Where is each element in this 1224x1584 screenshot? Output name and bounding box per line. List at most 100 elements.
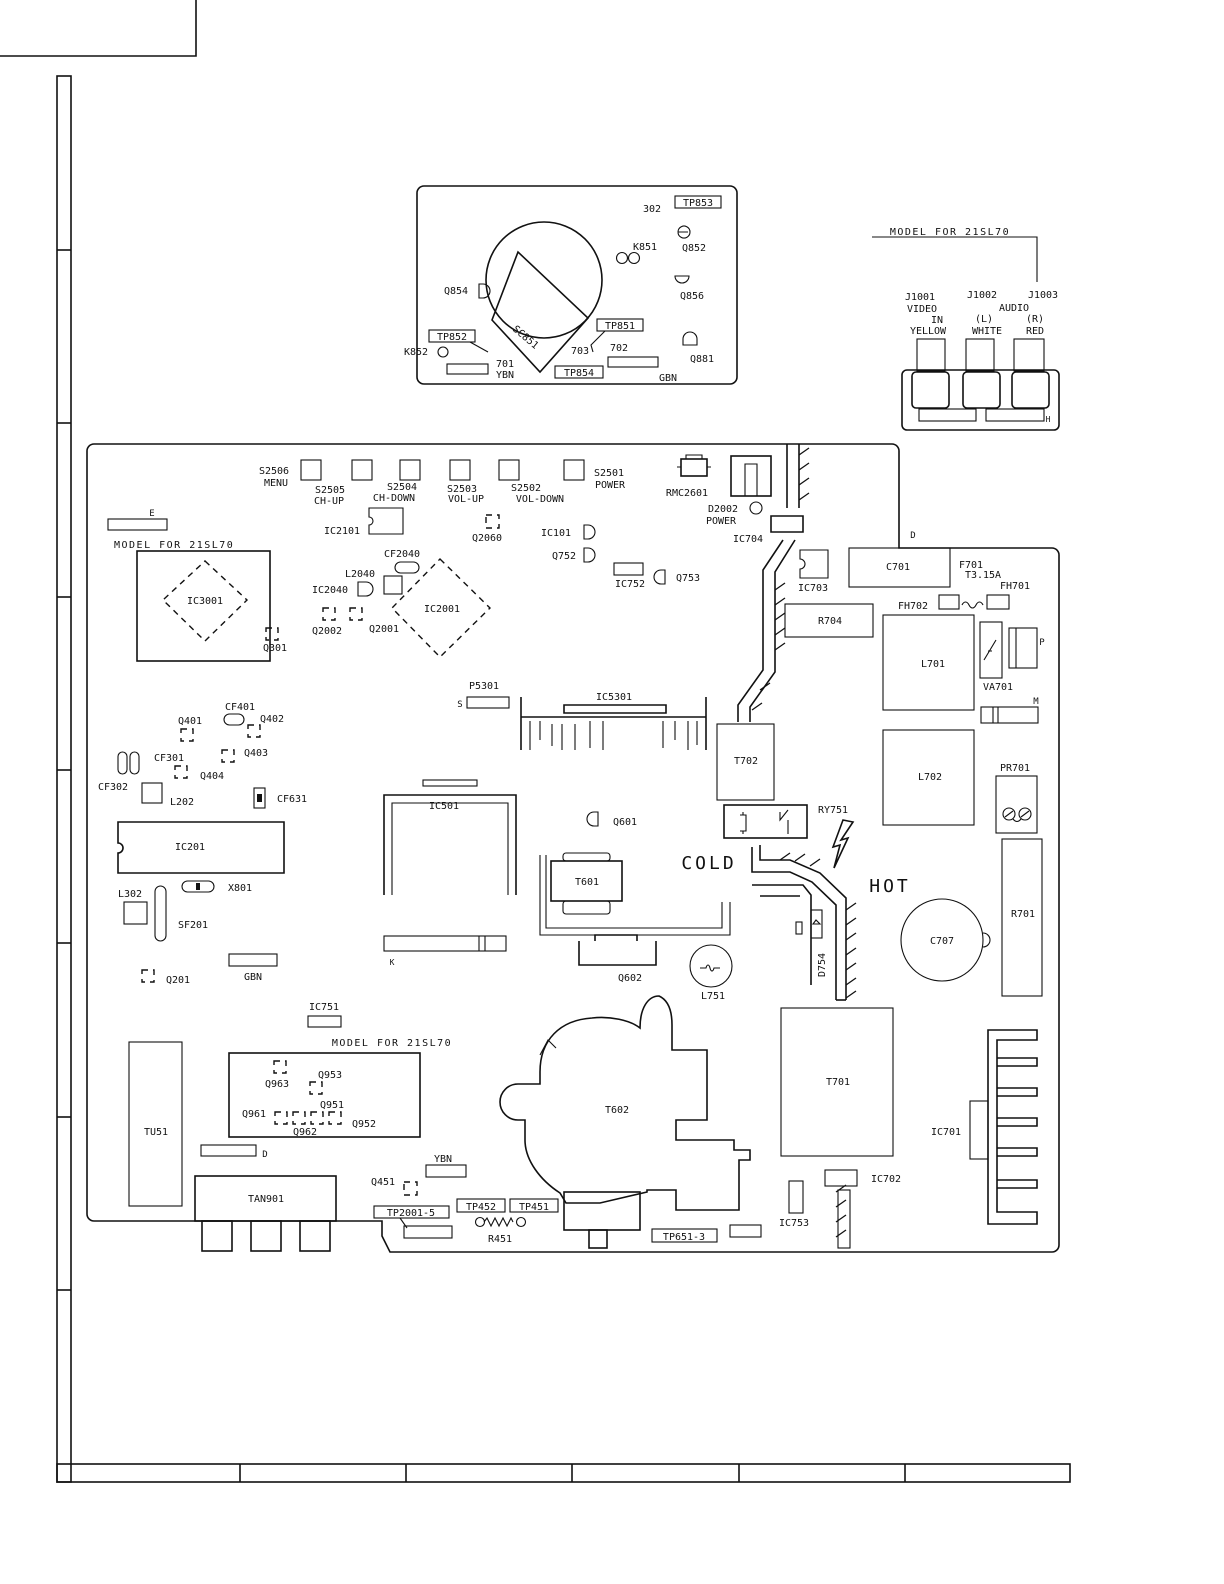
label-q963: Q963	[265, 1079, 289, 1090]
main-board-components-left: E IC2101 Q2060 IC101 IC704 D Q752 IC752 …	[107, 507, 1030, 662]
label-q402: Q402	[260, 714, 284, 725]
label-ic703: IC703	[798, 583, 828, 594]
label-power2: POWER	[706, 516, 737, 527]
label-302: 302	[643, 204, 661, 215]
label-ic101: IC101	[541, 528, 571, 539]
label-tp852: TP852	[437, 332, 467, 343]
label-l302: L302	[118, 889, 142, 900]
label-q852: Q852	[682, 243, 706, 254]
label-l751: L751	[701, 991, 725, 1002]
label-q752: Q752	[552, 551, 576, 562]
label-h: H	[1046, 415, 1051, 424]
label-q403: Q403	[244, 748, 268, 759]
label-power: POWER	[595, 480, 626, 491]
label-q301: Q301	[263, 643, 287, 654]
label-q602: Q602	[618, 973, 642, 984]
label-e: E	[149, 509, 154, 519]
label-t602: T602	[605, 1105, 629, 1116]
label-tan901: TAN901	[248, 1194, 284, 1205]
label-ic701: IC701	[931, 1127, 961, 1138]
label-cf631: CF631	[277, 794, 307, 805]
label-s2503: S2503	[447, 484, 477, 495]
label-model-bottom: MODEL FOR 21SL70	[332, 1038, 452, 1049]
label-q881: Q881	[690, 354, 714, 365]
label-j1001: J1001	[905, 292, 935, 303]
label-x801: X801	[228, 883, 252, 894]
label-tp451: TP451	[519, 1202, 549, 1213]
label-tp651-3: TP651-3	[663, 1232, 705, 1243]
label-va701: VA701	[983, 682, 1013, 693]
label-cf401: CF401	[225, 702, 255, 713]
remote-sensor-area: RMC2601 D2002 POWER	[666, 454, 772, 527]
label-in: IN	[931, 315, 943, 326]
label-fh701: FH701	[1000, 581, 1030, 592]
label-q952: Q952	[352, 1119, 376, 1130]
label-s2504: S2504	[387, 482, 417, 493]
label-cold: COLD	[681, 853, 736, 874]
isolation-line	[737, 444, 857, 1238]
label-s: S	[457, 700, 462, 710]
label-gbn-top: GBN	[659, 373, 677, 384]
label-ic5301: IC5301	[596, 692, 632, 703]
label-menu: MENU	[264, 478, 288, 489]
label-r451: R451	[488, 1234, 512, 1245]
label-ic751: IC751	[309, 1002, 339, 1013]
label-m: M	[1033, 697, 1039, 707]
label-s2501: S2501	[594, 468, 624, 479]
label-d754: D754	[817, 953, 828, 977]
label-701: 701	[496, 359, 514, 370]
label-tp851: TP851	[605, 321, 635, 332]
label-tp853: TP853	[683, 198, 713, 209]
label-q404: Q404	[200, 771, 224, 782]
label-chdown: CH-DOWN	[373, 493, 415, 504]
label-r701: R701	[1011, 909, 1035, 920]
label-tp452: TP452	[466, 1202, 496, 1213]
av-jack-board: MODEL FOR 21SL70 J1001 J1002 J1003 VIDEO…	[872, 227, 1060, 431]
label-ic2040: IC2040	[312, 585, 348, 596]
label-volup: VOL-UP	[448, 494, 484, 505]
label-cf2040: CF2040	[384, 549, 420, 560]
label-ic704: IC704	[733, 534, 763, 545]
label-q2001: Q2001	[369, 624, 399, 635]
label-p5301: P5301	[469, 681, 499, 692]
label-q401: Q401	[178, 716, 202, 727]
label-ry751: RY751	[818, 805, 848, 816]
label-q451: Q451	[371, 1177, 395, 1188]
label-q753: Q753	[676, 573, 700, 584]
label-q601: Q601	[613, 817, 637, 828]
label-s2502: S2502	[511, 483, 541, 494]
label-t701: T701	[826, 1077, 850, 1088]
front-switches: S2506 MENU S2505 CH-UP S2504 CH-DOWN S25…	[259, 459, 626, 507]
label-q2060: Q2060	[472, 533, 502, 544]
label-j1002: J1002	[967, 290, 997, 301]
label-q201: Q201	[166, 975, 190, 986]
label-t702: T702	[734, 756, 758, 767]
label-ybn: YBN	[434, 1154, 452, 1165]
crt-board: TP853 302 K851 Q852 Q854 Q856 SC851 TP85…	[404, 185, 738, 385]
label-ic752: IC752	[615, 579, 645, 590]
label-t315a: T3.15A	[965, 570, 1001, 581]
page-frame	[0, 0, 1071, 1483]
main-board-outline	[86, 443, 1060, 1253]
label-t601: T601	[575, 877, 599, 888]
label-l2040: L2040	[345, 569, 375, 580]
label-model-left: MODEL FOR 21SL70	[114, 540, 234, 551]
main-board-components-lower: IC751 MODEL FOR 21SL70 Q963 Q953 Q951 Q9…	[128, 995, 1038, 1252]
label-tu51: TU51	[144, 1127, 168, 1138]
label-q856: Q856	[680, 291, 704, 302]
label-white: WHITE	[972, 326, 1002, 337]
label-f701: F701	[959, 560, 983, 571]
label-d-bottom: D	[262, 1150, 267, 1160]
main-board-components-middle: R704 L701 P VA701 M P5301 S IC5301 CF401…	[98, 603, 1045, 1002]
label-702: 702	[610, 343, 628, 354]
label-p: P	[1039, 638, 1045, 648]
label-r704: R704	[818, 616, 842, 627]
label-pr701: PR701	[1000, 763, 1030, 774]
label-s2505: S2505	[315, 485, 345, 496]
label-ic2101: IC2101	[324, 526, 360, 537]
label-ic201: IC201	[175, 842, 205, 853]
label-ic2001: IC2001	[424, 604, 460, 615]
label-k: K	[390, 958, 395, 967]
label-video: VIDEO	[907, 304, 937, 315]
label-l: (L)	[975, 314, 993, 325]
